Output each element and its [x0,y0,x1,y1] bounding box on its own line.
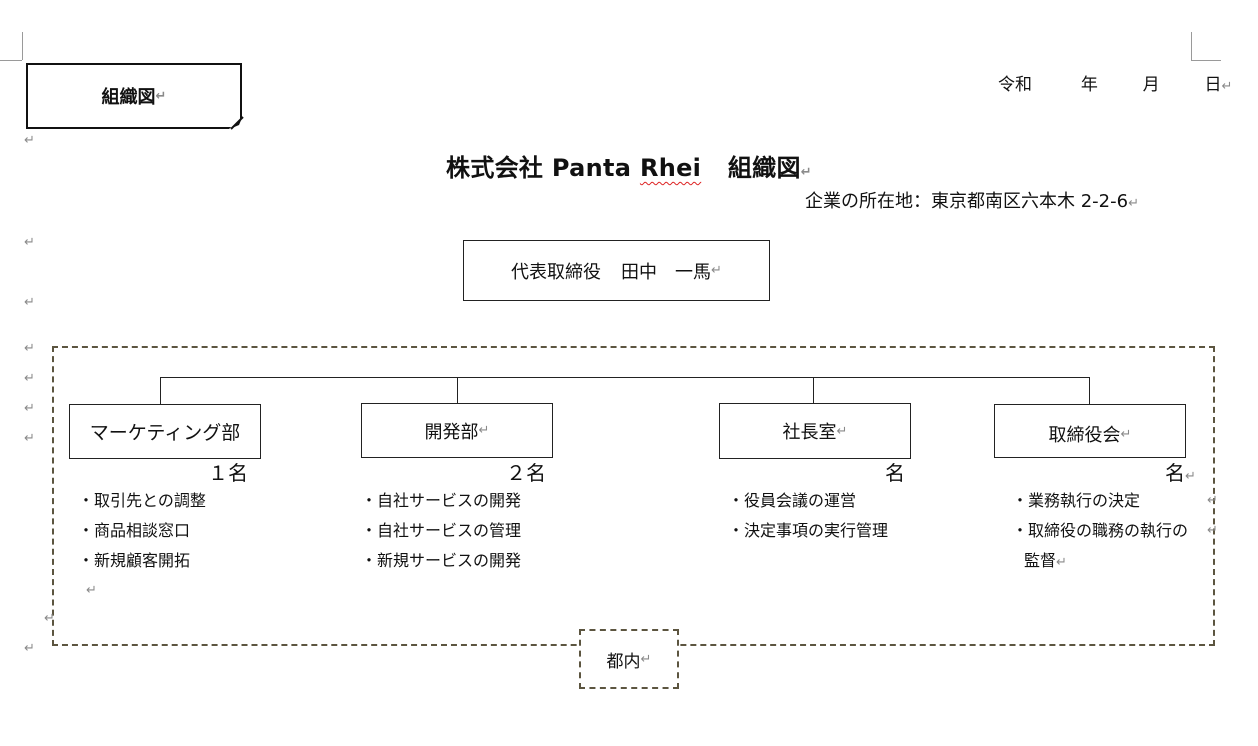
duty-item: ・役員会議の運営 [728,491,857,510]
department-box-president-office[interactable]: 社長室↵ [719,403,911,459]
duty-item: ・業務執行の決定 [1012,491,1141,510]
ceo-role: 代表取締役 [511,261,602,283]
folded-corner-icon [230,116,244,130]
date-line: 令和 年 月 日↵ [998,70,1232,95]
connector-vertical [457,377,458,403]
duty-list-board: ・業務執行の決定 ・取締役の職務の執行の 監督↵ [1012,486,1188,576]
connector-vertical [813,377,814,403]
paragraph-mark: ↵ [44,611,55,626]
duty-item: ・商品相談窓口 [78,521,191,540]
duty-item: 監督↵ [1024,551,1067,570]
page-corner-mark [1191,32,1192,60]
title-suffix: 組織図 [727,154,801,182]
paragraph-mark: ↵ [1128,196,1139,211]
department-name: 社長室 [782,422,837,443]
location-label: 都内 [606,651,641,672]
ceo-name: 田中 一馬 [621,261,712,283]
duty-item: ・新規サービスの開発 [361,551,522,570]
duty-list-marketing: ・取引先との調整 ・商品相談窓口 ・新規顧客開拓 ↵ [78,486,206,606]
location-label-box[interactable]: 都内↵ [579,629,679,689]
connector-vertical [160,377,161,404]
connector-vertical [1089,377,1090,404]
duty-item: ・決定事項の実行管理 [728,521,889,540]
paragraph-mark: ↵ [155,88,167,104]
department-name: 取締役会 [1048,425,1121,446]
company-address: 企業の所在地：東京都南区六本木 2-2-6↵ [805,187,1139,213]
page-corner-mark [1191,60,1221,61]
headcount: 名↵ [1165,461,1196,485]
date-year: 年 [1080,75,1098,95]
ceo-box[interactable]: 代表取締役田中 一馬↵ [463,240,770,301]
paragraph-mark: ↵ [836,423,848,439]
address-text: 企業の所在地：東京都南区六本木 2-2-6 [805,191,1129,212]
duty-item: ・取締役の職務の執行の [1012,521,1189,540]
document-title: 株式会社 Panta Rhei 組織図↵ [0,148,1258,183]
paragraph-mark: ↵ [1120,426,1132,442]
date-month: 月 [1142,75,1160,95]
date-era: 令和 [998,75,1032,95]
department-name: マーケティング部 [89,422,241,444]
paragraph-mark: ↵ [24,401,35,416]
duty-item: ・自社サービスの管理 [361,521,522,540]
paragraph-mark: ↵ [1207,493,1218,508]
paragraph-mark: ↵ [24,295,35,310]
page-corner-mark [22,32,23,60]
title-name-part2: Rhei [639,154,702,182]
paragraph-mark: ↵ [24,341,35,356]
paragraph-mark: ↵ [24,431,35,446]
paragraph-mark: ↵ [711,263,722,278]
paragraph-mark: ↵ [86,583,97,598]
date-day: 日 [1204,75,1222,95]
department-name: 開発部 [424,421,479,443]
duty-item: ・新規顧客開拓 [78,551,191,570]
paragraph-mark: ↵ [1207,523,1218,538]
title-company: 株式会社 [446,154,544,182]
paragraph-mark: ↵ [1221,79,1233,94]
department-box-development[interactable]: 開発部↵ [361,403,553,458]
connector-horizontal [160,377,1090,378]
duty-list-development: ・自社サービスの開発 ・自社サービスの管理 ・新規サービスの開発 [361,486,521,576]
duty-item: ・取引先との調整 [78,491,206,510]
department-box-board[interactable]: 取締役会↵ [994,404,1186,458]
headcount: １名 [208,461,248,485]
paragraph-mark: ↵ [24,235,35,250]
title-name-part1: Panta [551,154,632,182]
paragraph-mark: ↵ [24,133,35,148]
label-text: 組織図 [101,87,156,108]
page-corner-mark [0,60,22,61]
paragraph-mark: ↵ [478,423,490,438]
paragraph-mark: ↵ [24,641,35,656]
headcount: 名 [885,461,905,485]
department-box-marketing[interactable]: マーケティング部 [69,404,261,459]
paragraph-mark: ↵ [24,371,35,386]
duty-item: ・自社サービスの開発 [361,491,522,510]
paragraph-mark: ↵ [640,651,652,667]
org-chart-label-box[interactable]: 組織図↵ [26,63,242,129]
paragraph-mark: ↵ [800,165,812,180]
duty-list-president-office: ・役員会議の運営 ・決定事項の実行管理 [728,486,888,546]
headcount: ２名 [506,461,546,485]
